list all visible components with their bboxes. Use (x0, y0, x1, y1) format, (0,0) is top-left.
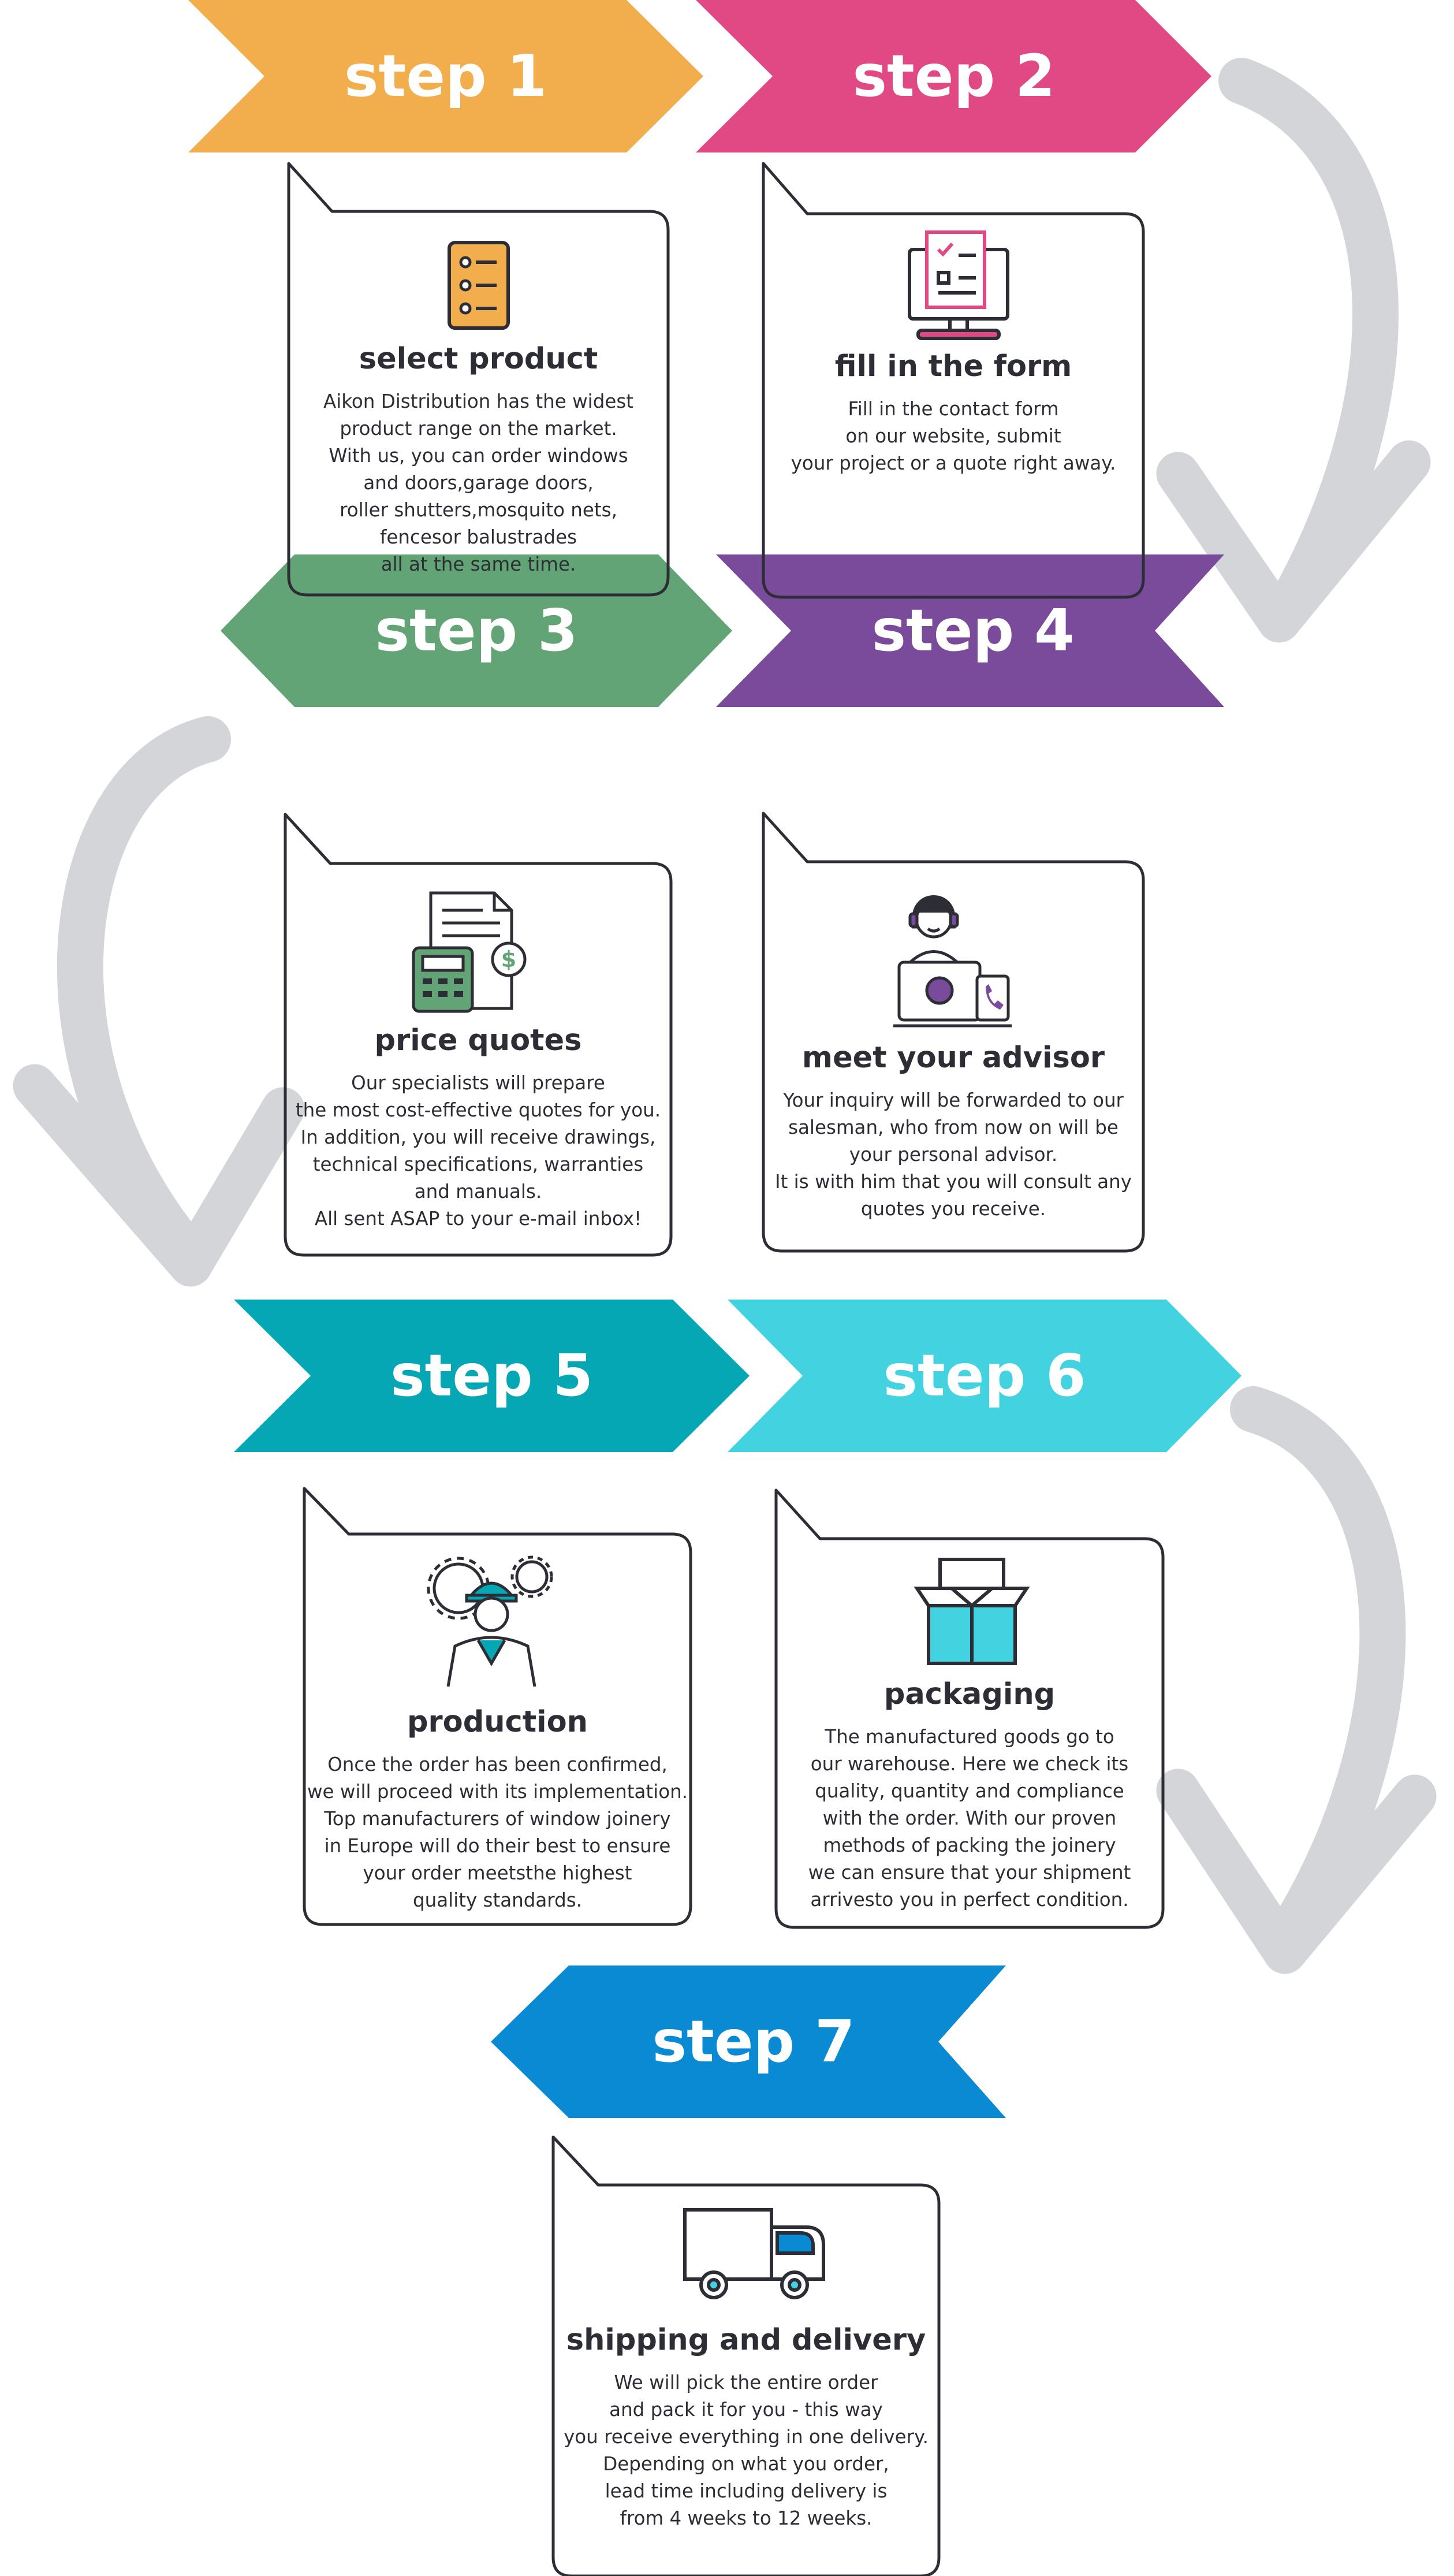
description-line: all at the same time. (381, 553, 576, 575)
card-title: packaging (883, 1677, 1056, 1711)
card-description: Fill in the contact form on our website,… (763, 396, 1143, 477)
description-line: on our website, submit (845, 425, 1061, 447)
svg-text:$: $ (501, 947, 516, 972)
card-description: Our specialists will prepare the most co… (285, 1070, 671, 1233)
description-line: Your inquiry will be forwarded to our (783, 1089, 1124, 1111)
calculator-document-icon: $ (412, 891, 527, 1013)
card-title: select product (359, 342, 598, 376)
card-description: Once the order has been confirmed, we wi… (304, 1751, 691, 1914)
step-3-label: step 3 (375, 597, 578, 664)
worker-gears-icon (427, 1555, 553, 1687)
description-line: your project or a quote right away. (791, 452, 1116, 474)
card-2-outline (762, 162, 1145, 599)
description-line: we can ensure that your shipment (808, 1862, 1131, 1883)
card-title: shipping and delivery (566, 2323, 926, 2357)
card-5-outline (303, 1487, 692, 1926)
delivery-truck-icon (683, 2208, 825, 2299)
description-line: with the order. With our proven (822, 1807, 1117, 1829)
description-line: Once the order has been confirmed, (327, 1754, 668, 1775)
card-description: Your inquiry will be forwarded to our sa… (763, 1087, 1143, 1223)
description-line: quality, quantity and compliance (815, 1780, 1124, 1802)
step-5-banner (234, 1300, 750, 1452)
step-4-label: step 4 (871, 597, 1075, 664)
card-title: price quotes (374, 1023, 582, 1058)
step-2-banner (696, 0, 1211, 152)
card-price-quotes: price quotes Our specialists will prepar… (285, 1022, 671, 1233)
advisor-headset-icon (893, 895, 1012, 1028)
step-7-banner (491, 1965, 1006, 2118)
step-3-banner (221, 554, 732, 707)
card-3-outline (284, 813, 673, 1257)
description-line: arrivesto you in perfect condition. (810, 1889, 1129, 1911)
open-box-icon (914, 1558, 1030, 1665)
step-5-label: step 5 (390, 1342, 594, 1409)
card-description: Aikon Distribution has the widest produc… (289, 388, 668, 578)
description-line: We will pick the entire order (614, 2372, 878, 2393)
description-line: salesman, who from now on will be (788, 1116, 1119, 1138)
description-line: and pack it for you - this way (609, 2399, 883, 2421)
description-line: It is with him that you will consult any (775, 1171, 1132, 1193)
computer-form-icon (908, 230, 1009, 340)
description-line: Aikon Distribution has the widest (323, 390, 634, 412)
description-line: the most cost-effective quotes for you. (295, 1099, 661, 1121)
description-line: fencesor balustrades (379, 526, 577, 548)
description-line: roller shutters,mosquito nets, (340, 499, 617, 521)
card-production: production Once the order has been confi… (304, 1704, 691, 1914)
step-4-banner (716, 554, 1224, 707)
description-line: and doors,garage doors, (363, 472, 594, 494)
card-shipping-and-delivery: shipping and delivery We will pick the e… (553, 2322, 939, 2532)
description-line: Top manufacturers of window joinery (324, 1808, 671, 1830)
description-line: you receive everything in one delivery. (564, 2426, 929, 2448)
card-description: The manufactured goods go to our warehou… (776, 1723, 1163, 1914)
description-line: and manuals. (414, 1181, 542, 1203)
card-6-outline (774, 1488, 1165, 1929)
card-title: fill in the form (834, 349, 1072, 384)
card-packaging: packaging The manufactured goods go to o… (776, 1676, 1163, 1914)
description-line: we will proceed with its implementation. (307, 1781, 688, 1803)
description-line: In addition, you will receive drawings, (300, 1126, 656, 1148)
description-line: All sent ASAP to your e-mail inbox! (314, 1208, 642, 1230)
description-line: in Europe will do their best to ensure (324, 1835, 671, 1857)
card-description: We will pick the entire order and pack i… (553, 2369, 939, 2532)
step-6-banner (728, 1300, 1242, 1452)
card-1-outline (287, 162, 670, 597)
description-line: technical specifications, warranties (312, 1153, 644, 1175)
curved-arrow-2-to-4 (1156, 58, 1431, 643)
card-fill-in-the-form: fill in the form Fill in the contact for… (763, 348, 1143, 477)
description-line: The manufactured goods go to (825, 1726, 1114, 1748)
checklist-icon (448, 241, 510, 330)
step-1-banner (188, 0, 703, 152)
description-line: Our specialists will prepare (351, 1072, 605, 1094)
card-select-product: select product Aikon Distribution has th… (289, 341, 668, 578)
description-line: With us, you can order windows (329, 445, 628, 467)
curved-arrows (13, 58, 1437, 1974)
step-7-label: step 7 (652, 2008, 855, 2075)
description-line: methods of packing the joinery (823, 1834, 1116, 1856)
card-4-outline (762, 811, 1145, 1253)
card-title: meet your advisor (801, 1041, 1105, 1075)
description-line: quotes you receive. (860, 1198, 1046, 1220)
step-2-label: step 2 (852, 42, 1056, 110)
step-1-label: step 1 (344, 42, 547, 110)
curved-arrow-6-to-6 (1156, 1386, 1437, 1974)
card-7-outline (551, 2135, 941, 2576)
description-line: your personal advisor. (849, 1144, 1058, 1166)
description-line: Fill in the contact form (848, 398, 1059, 420)
curved-arrow-3-to-5 (13, 716, 305, 1287)
description-line: our warehouse. Here we check its (810, 1753, 1129, 1775)
description-line: lead time including delivery is (605, 2480, 888, 2502)
card-title: production (407, 1705, 588, 1739)
step-6-label: step 6 (883, 1342, 1086, 1409)
description-line: your order meetsthe highest (363, 1862, 632, 1884)
description-line: from 4 weeks to 12 weeks. (620, 2507, 873, 2529)
description-line: quality standards. (413, 1889, 582, 1911)
card-meet-your-advisor: meet your advisor Your inquiry will be f… (763, 1040, 1143, 1223)
description-line: product range on the market. (340, 418, 617, 440)
description-line: Depending on what you order, (603, 2453, 889, 2475)
